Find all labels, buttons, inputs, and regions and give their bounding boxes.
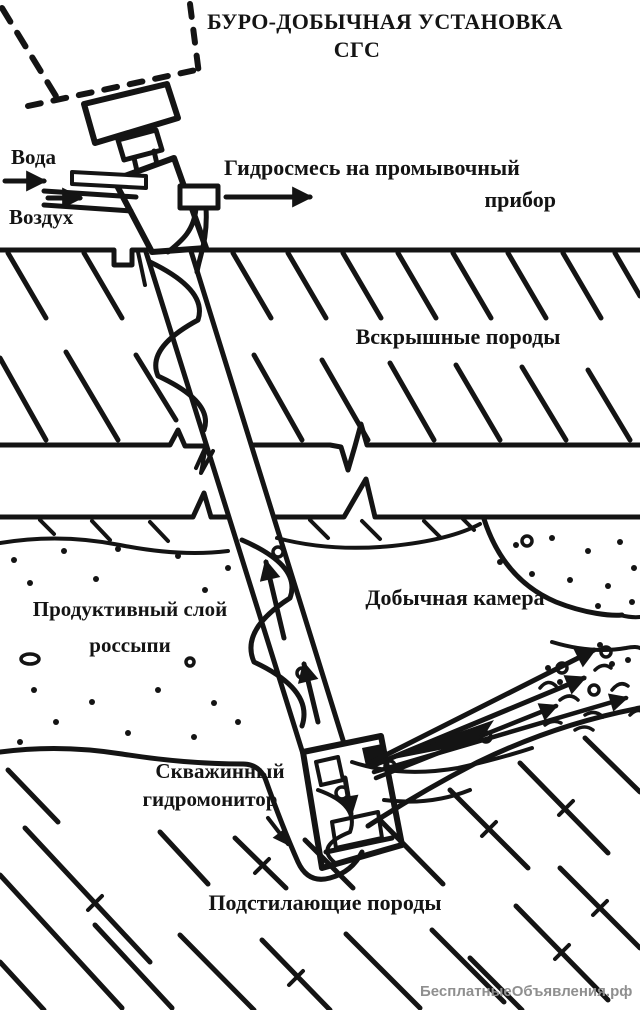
- label-monitor-line1: Скважинный: [155, 759, 285, 783]
- drill-rig: [41, 81, 221, 275]
- placer-crust: [0, 516, 640, 620]
- label-water: Вода: [11, 145, 57, 169]
- label-overburden: Вскрышные породы: [355, 324, 561, 349]
- label-monitor-line2: гидромонитор: [142, 787, 278, 811]
- strata-boundaries: [0, 247, 640, 520]
- label-air: Воздух: [9, 205, 74, 229]
- label-underlying: Подстилающие породы: [208, 890, 442, 915]
- bedrock-hatching: [0, 735, 640, 1010]
- label-slurry-line2: прибор: [484, 187, 556, 212]
- overburden-hatching: [0, 250, 640, 443]
- label-productive-line2: россыпи: [89, 633, 171, 657]
- pipe-upflow: [259, 545, 321, 725]
- diagram-title-line1: БУРО-ДОБЫЧНАЯ УСТАНОВКА: [207, 9, 563, 34]
- surface-flow-arrows: [2, 170, 314, 209]
- slurry-squiggles: [538, 663, 640, 732]
- placer-texture: [11, 535, 637, 745]
- bedrock-ticks: [86, 799, 609, 987]
- placer-pebbles: [19, 534, 613, 773]
- drill-pipe: [136, 245, 350, 760]
- label-slurry-line1: Гидросмесь на промывочный: [224, 155, 520, 180]
- label-productive-line1: Продуктивный слой: [32, 597, 228, 621]
- diagram-title-line2: СГС: [333, 37, 381, 62]
- label-chamber: Добычная камера: [365, 585, 545, 610]
- watermark: БесплатныеОбъявления.рф: [420, 983, 633, 1000]
- derrick-dashed-outline: [0, 1, 202, 109]
